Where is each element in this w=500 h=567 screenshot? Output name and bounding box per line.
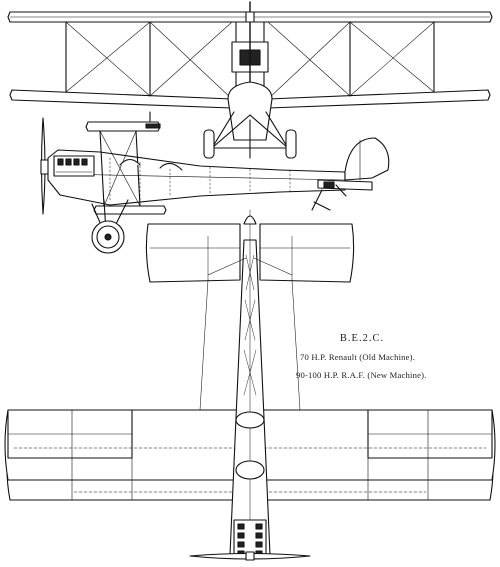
front-view <box>7 1 493 159</box>
caption-title: B.E.2.C. <box>339 333 385 344</box>
caption-engine-new: 90-100 H.P. R.A.F. (New Machine). <box>296 370 427 380</box>
caption-engine-old: 70 H.P. Renault (Old Machine). <box>300 352 416 362</box>
plan-view <box>4 209 496 561</box>
side-view <box>40 111 390 254</box>
